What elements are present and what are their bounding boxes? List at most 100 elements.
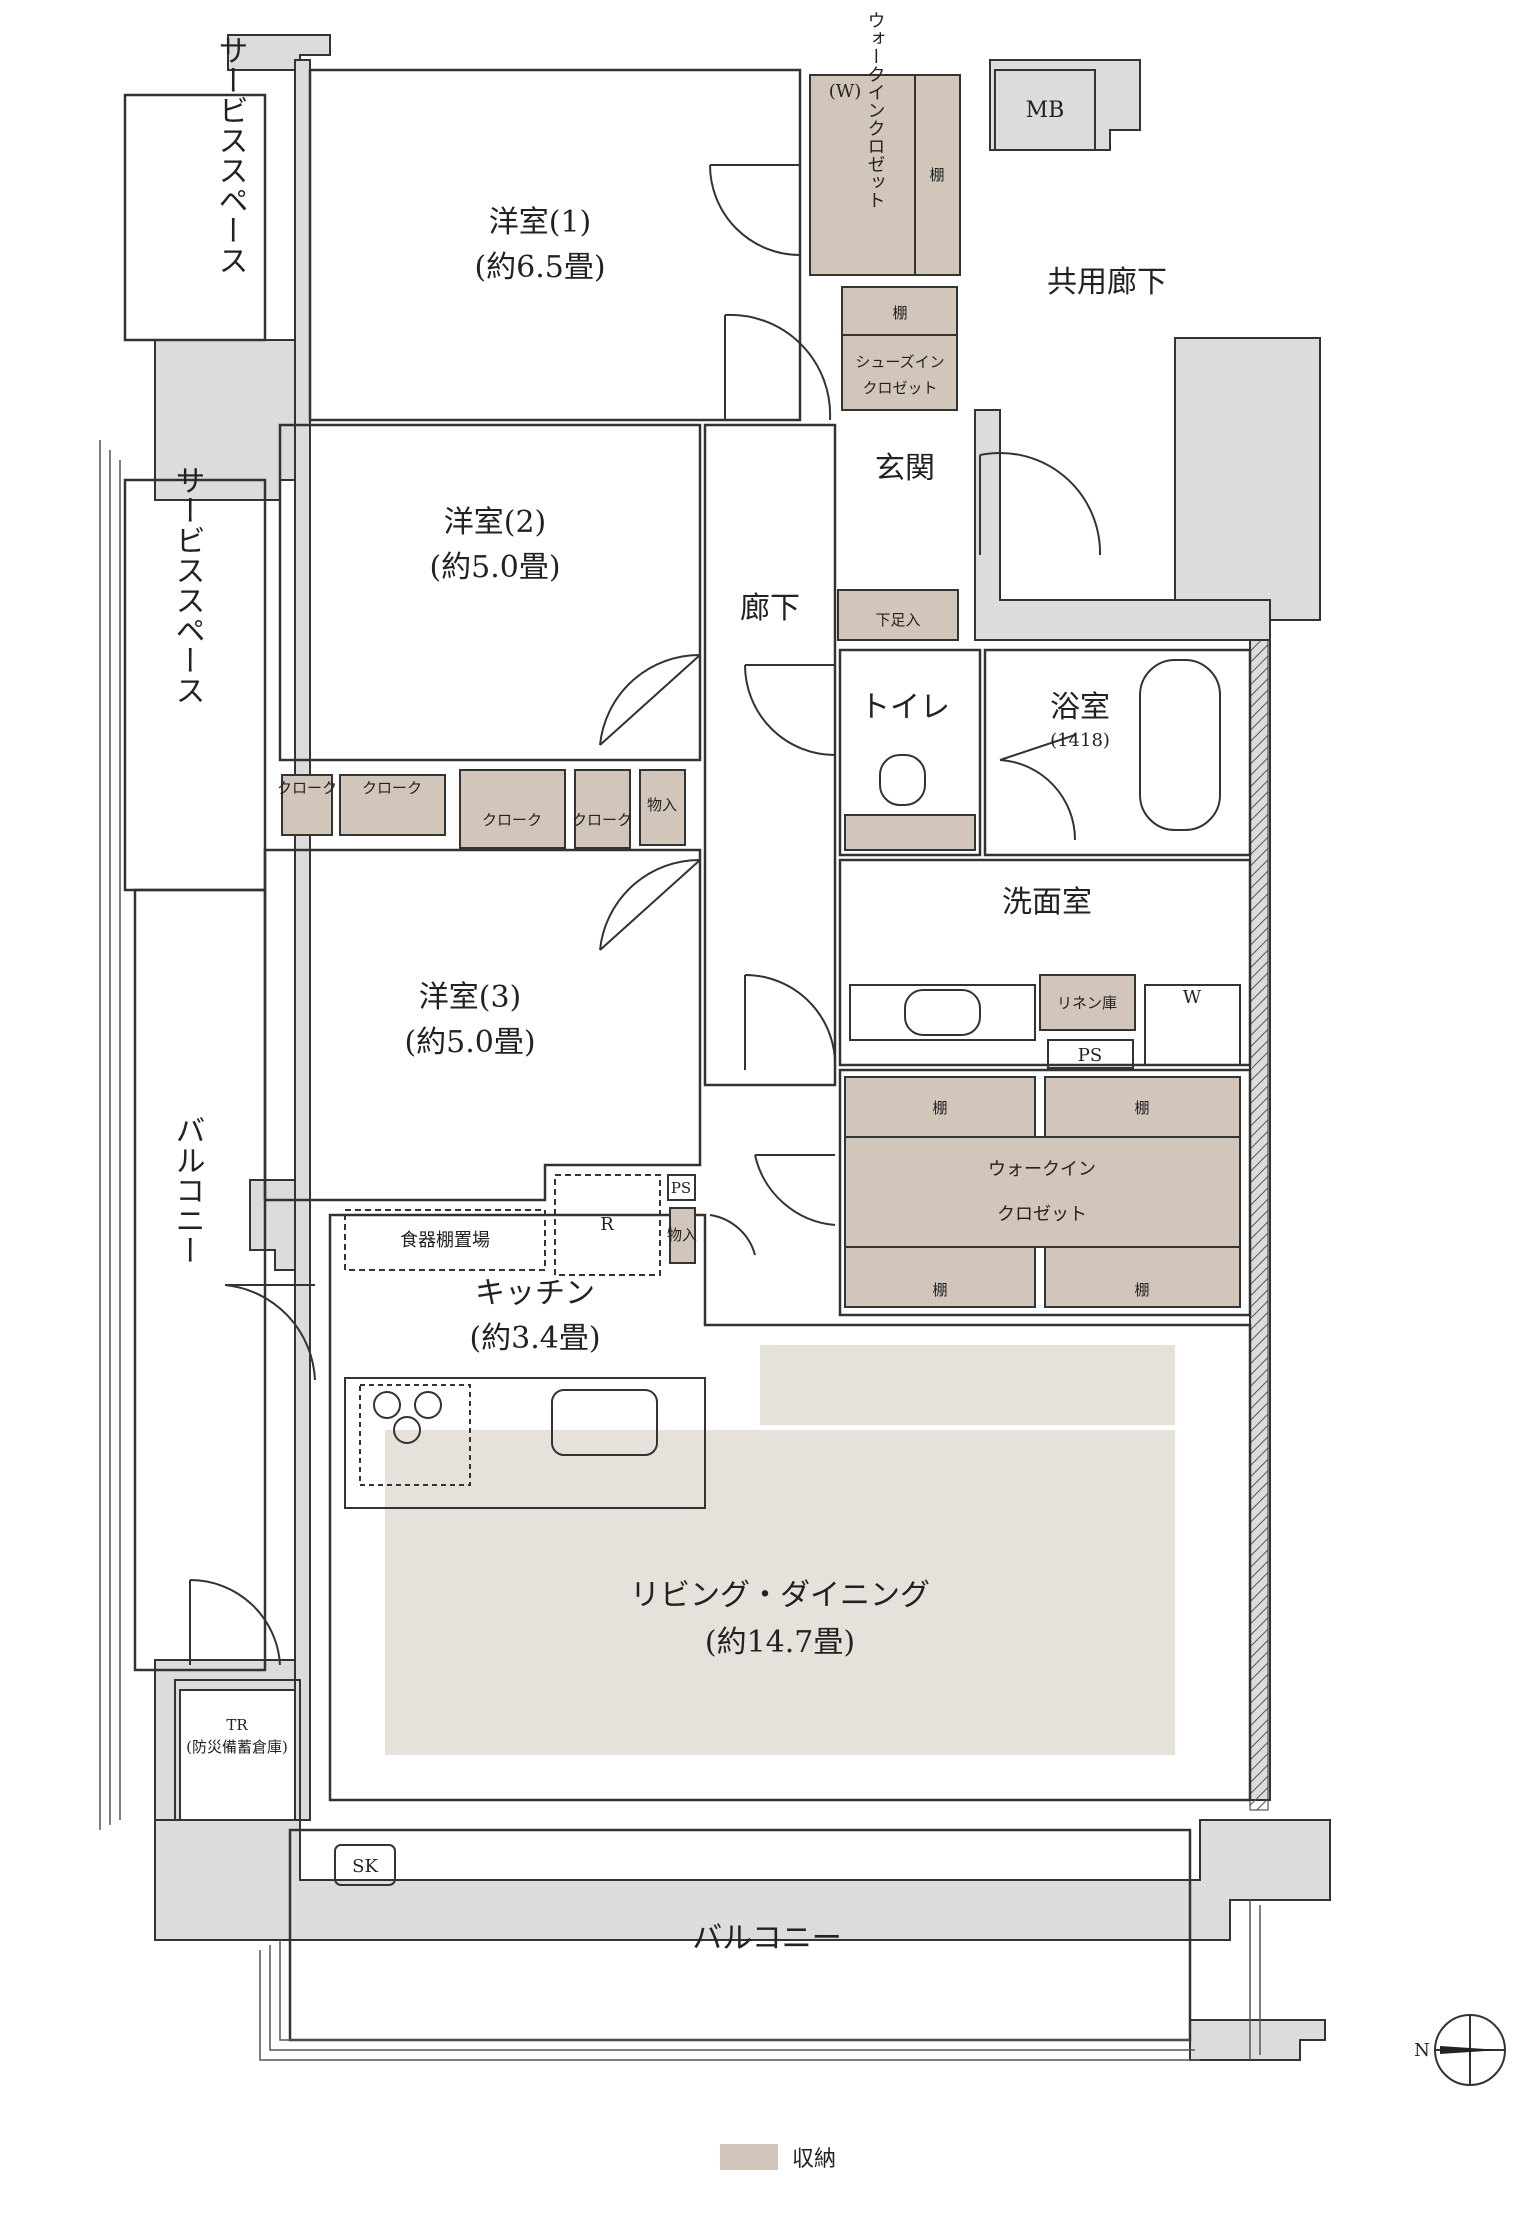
dish-shelf-space xyxy=(344,1209,546,1271)
washbasin-counter xyxy=(849,984,1036,1041)
shoe-box xyxy=(837,589,959,641)
linen-label: リネン庫 xyxy=(1057,994,1117,1012)
wic1-shelf-label: 棚 xyxy=(929,166,944,184)
marker-labels: MB PS R PS W SK TR (防災備蓄倉庫) xyxy=(186,98,1202,1877)
linen-storage xyxy=(1039,974,1136,1031)
room-outlines xyxy=(123,68,1252,2042)
vertical-labels: サービススペース サービススペース バルコニー ウォークインクロゼット xyxy=(170,11,886,1265)
ps-box xyxy=(1047,1039,1134,1069)
kitchen-counter xyxy=(344,1377,706,1509)
monoire-2-label: 物入 xyxy=(667,1226,697,1244)
washbasin-bowl xyxy=(904,989,981,1036)
wic2-shelf-top-right xyxy=(1044,1076,1241,1138)
kitchen-sink xyxy=(551,1389,658,1456)
tr-storage xyxy=(174,1679,301,1821)
cloak-2-label: クローク xyxy=(362,779,422,797)
cloak-3-label: クローク xyxy=(482,811,542,829)
sk-label: SK xyxy=(352,1856,378,1877)
toilet-bowl xyxy=(879,754,926,806)
washer-label: W xyxy=(1183,987,1202,1008)
living-floor-area xyxy=(385,1430,1175,1755)
western1-label: 洋室(1) xyxy=(489,205,592,240)
burner-3 xyxy=(393,1416,421,1444)
wic2-shelf-br: 棚 xyxy=(1134,1281,1149,1299)
shoes-in-line2: クロゼット xyxy=(862,379,937,397)
shoe-box-label: 下足入 xyxy=(875,611,920,629)
north-compass: N xyxy=(1414,2014,1506,2086)
wic1-w-label: (W) xyxy=(829,81,862,102)
hallway-label: 廊下 xyxy=(740,591,800,626)
western3-size: (約5.0畳) xyxy=(404,1025,535,1060)
dish-shelf-label: 食器棚置場 xyxy=(400,1230,490,1251)
mb-box xyxy=(994,69,1096,151)
toilet-area xyxy=(844,814,976,851)
wic2-shelf-bottom-left xyxy=(844,1246,1036,1308)
burner-1 xyxy=(373,1391,401,1419)
balcony-bottom-label: バルコニー xyxy=(692,1921,841,1956)
cloak-3 xyxy=(459,769,566,849)
legend-label-storage: 収納 xyxy=(792,2147,837,2172)
door-swings xyxy=(189,164,1102,1666)
storage-labels: (W) 棚 棚 シューズイン クロゼット 下足入 クローク クローク クローク … xyxy=(277,81,1150,1299)
western1-size: (約6.5畳) xyxy=(474,250,605,285)
shoes-in-shelf xyxy=(841,286,958,336)
wic2-shelf-tr: 棚 xyxy=(1134,1099,1149,1117)
dining-floor-area xyxy=(760,1345,1175,1425)
storage-blocks xyxy=(281,74,1241,1308)
balcony-side-label: バルコニー xyxy=(170,1115,205,1265)
living-size: (約14.7畳) xyxy=(705,1625,855,1660)
sk-sink xyxy=(334,1844,396,1886)
bathtub xyxy=(1139,659,1221,831)
cloak-1 xyxy=(281,774,333,836)
stove-area xyxy=(359,1384,471,1486)
cloak-2 xyxy=(339,774,446,836)
wic2-shelf-bottom-right xyxy=(1044,1246,1241,1308)
monoire-2 xyxy=(669,1207,696,1264)
shoes-in-closet xyxy=(841,334,958,411)
bath-size: (1418) xyxy=(1050,730,1110,751)
north-label: N xyxy=(1414,2040,1430,2061)
wic2-line1: ウォークイン xyxy=(988,1159,1096,1180)
monoire-1-label: 物入 xyxy=(647,796,677,814)
exterior-wall-hatch xyxy=(1249,639,1269,1811)
refrigerator-space xyxy=(554,1174,661,1276)
shelf-block-wic1 xyxy=(914,74,961,276)
kitchen-size: (約3.4畳) xyxy=(469,1321,600,1356)
bath-label: 浴室 xyxy=(1050,690,1110,725)
fixtures xyxy=(174,69,1241,1886)
compass-needle xyxy=(1440,2046,1500,2054)
wic2-line2: クロゼット xyxy=(997,1204,1087,1225)
washroom-label: 洗面室 xyxy=(1002,885,1092,920)
cloak-4 xyxy=(574,769,631,849)
shoes-in-shelf-label: 棚 xyxy=(892,304,907,322)
service-space-upper-label: サービススペース xyxy=(213,35,248,275)
shoes-in-line1: シューズイン xyxy=(855,353,944,371)
washer-space xyxy=(1144,984,1241,1066)
service-space-lower-label: サービススペース xyxy=(170,465,205,705)
toilet-label: トイレ xyxy=(860,690,950,725)
legend-swatch-storage xyxy=(720,2144,778,2170)
legend: 収納 xyxy=(720,2140,836,2174)
common-corridor-label: 共用廊下 xyxy=(1047,265,1167,300)
cloak-4-label: クローク xyxy=(572,811,632,829)
wic2-shelf-bl: 棚 xyxy=(932,1281,947,1299)
western2-size: (約5.0畳) xyxy=(429,550,560,585)
walk-in-closet-2 xyxy=(844,1136,1241,1248)
cloak-1-label: クローク xyxy=(277,779,337,797)
western3-label: 洋室(3) xyxy=(419,980,522,1015)
mb-label: MB xyxy=(1026,98,1065,123)
burner-2 xyxy=(414,1391,442,1419)
western2-label: 洋室(2) xyxy=(444,505,547,540)
wic2-shelf-tl: 棚 xyxy=(932,1099,947,1117)
ps-small-label: PS xyxy=(671,1179,691,1197)
monoire-1 xyxy=(639,769,686,846)
tr-desc-label: (防災備蓄倉庫) xyxy=(186,1738,288,1756)
tr-label: TR xyxy=(226,1716,248,1734)
living-label: リビング・ダイニング xyxy=(630,1578,930,1613)
ps-box-small xyxy=(667,1174,696,1201)
balcony-railings xyxy=(99,440,1261,2061)
kitchen-label: キッチン xyxy=(475,1276,595,1311)
refrigerator-label: R xyxy=(600,1214,614,1235)
ps-label: PS xyxy=(1078,1045,1102,1066)
